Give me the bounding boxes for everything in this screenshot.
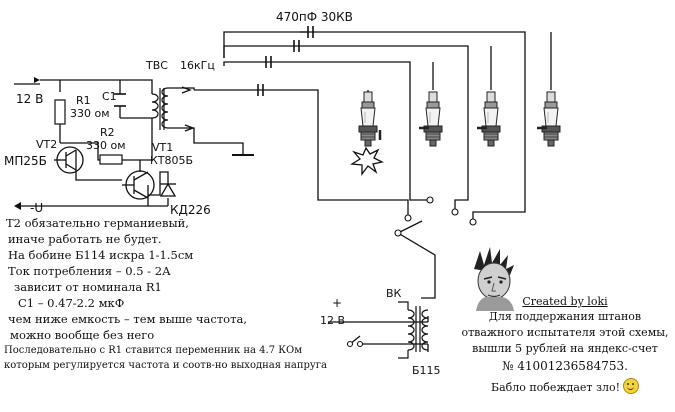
supply-arrows (14, 77, 40, 210)
spark-plug-icon (537, 91, 561, 147)
distributor-contacts (346, 196, 477, 348)
spark-plug-icon (477, 91, 501, 147)
bottom-supply-label: 12 В (320, 314, 345, 327)
spark-plug-icon (358, 91, 382, 147)
r1-label: R1 (76, 94, 91, 107)
capacitor-470pf-label: 470пФ 30КВ (276, 10, 353, 24)
note-line: зависит от номинала R1 (14, 280, 162, 294)
note-line: можно вообще без него (10, 328, 155, 342)
smiley-icon (623, 378, 640, 394)
author-block: Created by loki Для поддержания штанов о… (458, 243, 672, 403)
switch-label: ВК (386, 287, 402, 300)
yandex-account: № 41001236584753. (502, 359, 628, 373)
spark-plug-icon (419, 91, 443, 147)
resistor-r2 (99, 154, 123, 165)
donation-line: вышли 5 рублей на яндекс-счет (472, 342, 658, 355)
diode-label: КД226 (170, 203, 211, 217)
transistor-vt1 (122, 170, 155, 200)
note-line: На бобине Б114 искра 1-1.5см (8, 248, 194, 262)
supply-negative-label: -U (30, 201, 43, 215)
r2-value: 330 ом (86, 139, 126, 152)
closing-text: Бабло побеждает зло! (490, 381, 621, 394)
c1-label: C1 (102, 90, 117, 103)
closing-line: Бабло побеждает зло! (458, 378, 672, 394)
supply-positive-label: 12 В (16, 92, 43, 106)
transformer-label: ТВС (145, 59, 168, 72)
coil-label: Б115 (412, 364, 441, 377)
bottom-plus-label: + (332, 296, 342, 310)
note-line: иначе работать не будет. (8, 232, 162, 246)
vt1-type: КТ805Б (150, 154, 193, 167)
donation-line: отважного испытателя этой схемы, (461, 326, 669, 339)
author-credit: Created by loki (522, 295, 608, 308)
note-line: С1 – 0.47-2.2 мкФ (18, 296, 125, 310)
note-line: чем ниже емкость – тем выше частота, (8, 312, 247, 326)
vt2-type: МП25Б (4, 154, 47, 168)
spark-flash-icon (350, 146, 384, 176)
frequency-label: 16кГц (180, 59, 215, 72)
vt2-label: VT2 (36, 138, 57, 151)
note-line: Ток потребления – 0.5 - 2А (8, 264, 171, 278)
diode-kd226 (159, 182, 177, 197)
ignition-coil-b115 (398, 301, 429, 359)
transformer-tvs (151, 87, 169, 130)
author-portrait (460, 245, 530, 311)
capacitors (114, 26, 314, 107)
r2-label: R2 (100, 126, 115, 139)
resistor-r1 (54, 99, 66, 125)
note-line: Последовательно с R1 ставится переменник… (4, 345, 302, 356)
note-line: которым регулируется частота и соотв-но … (4, 360, 328, 371)
wiring (14, 31, 552, 352)
transistor-vt2 (54, 146, 84, 174)
vt1-label: VT1 (152, 141, 173, 154)
note-line: Т2 обязательно германиевый, (6, 216, 189, 230)
donation-line: Для поддержания штанов (488, 310, 642, 323)
r1-value: 330 ом (70, 107, 110, 120)
